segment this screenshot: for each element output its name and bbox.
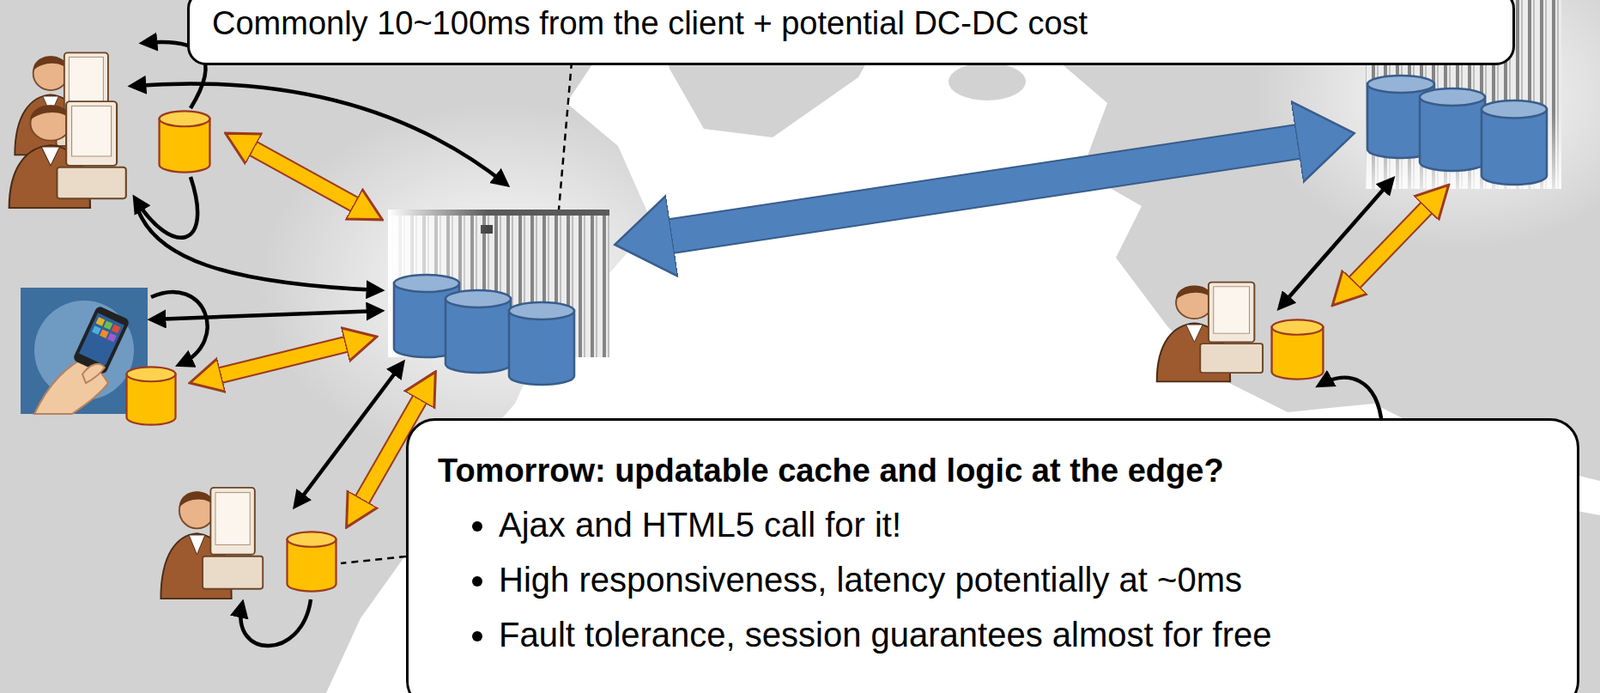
app <box>111 324 122 334</box>
app <box>107 333 117 343</box>
arrow-outline <box>253 148 355 205</box>
user-figure <box>1157 282 1263 382</box>
data-center <box>387 209 610 385</box>
cache-cylinder <box>159 110 211 172</box>
arrow-outline <box>220 344 346 376</box>
callout-box: Commonly 10~100ms from the client + pote… <box>187 0 1516 66</box>
thumb <box>82 363 105 383</box>
arrow-outline <box>671 141 1298 237</box>
sync-arrow <box>253 148 355 205</box>
database-cylinder <box>509 302 575 385</box>
request-arrow <box>151 291 208 364</box>
app <box>96 316 106 327</box>
sync-arrow <box>1354 207 1427 283</box>
app <box>99 328 110 339</box>
user-figure <box>160 487 263 599</box>
bullet-text: Fault tolerance, session guarantees almo… <box>498 606 1548 662</box>
request-arrow <box>137 207 380 291</box>
arrow-shaft <box>1354 207 1427 283</box>
land <box>948 62 1026 101</box>
callout-heading: Tomorrow: updatable cache and logic at t… <box>437 451 1548 491</box>
database-cylinder <box>1481 100 1547 185</box>
cache-cylinder <box>1272 319 1324 379</box>
cache-cylinder <box>287 531 337 591</box>
dc-dc-arrow <box>671 141 1298 237</box>
arrow-shaft <box>671 141 1298 237</box>
database-cylinder <box>1419 88 1485 171</box>
request-arrow <box>135 176 198 238</box>
arrow-shaft <box>253 148 355 205</box>
cache-cylinder <box>127 366 176 425</box>
leader-line <box>340 556 407 564</box>
arrow-shaft <box>220 344 346 376</box>
request-arrow <box>240 599 311 646</box>
callout-box: Tomorrow: updatable cache and logic at t… <box>406 418 1580 693</box>
sync-arrow <box>220 344 346 376</box>
user-figure <box>9 101 127 208</box>
app <box>103 320 114 330</box>
phone-screen <box>78 312 125 365</box>
callout-text: Commonly 10~100ms from the client + pote… <box>212 4 1491 43</box>
glow <box>257 103 739 464</box>
hand <box>34 355 109 414</box>
database-cylinder <box>445 290 511 373</box>
bullet-text: High responsiveness, latency potentially… <box>498 551 1548 607</box>
request-arrow <box>1280 180 1392 307</box>
request-arrow <box>133 83 506 184</box>
bullet-list: Ajax and HTML5 call for it!High responsi… <box>437 496 1548 662</box>
app <box>91 325 102 335</box>
arrow-outline <box>1354 207 1427 283</box>
bullet-text: Ajax and HTML5 call for it! <box>498 496 1548 552</box>
request-arrow <box>296 363 402 505</box>
request-arrow <box>152 310 380 320</box>
leader-line <box>558 61 572 210</box>
